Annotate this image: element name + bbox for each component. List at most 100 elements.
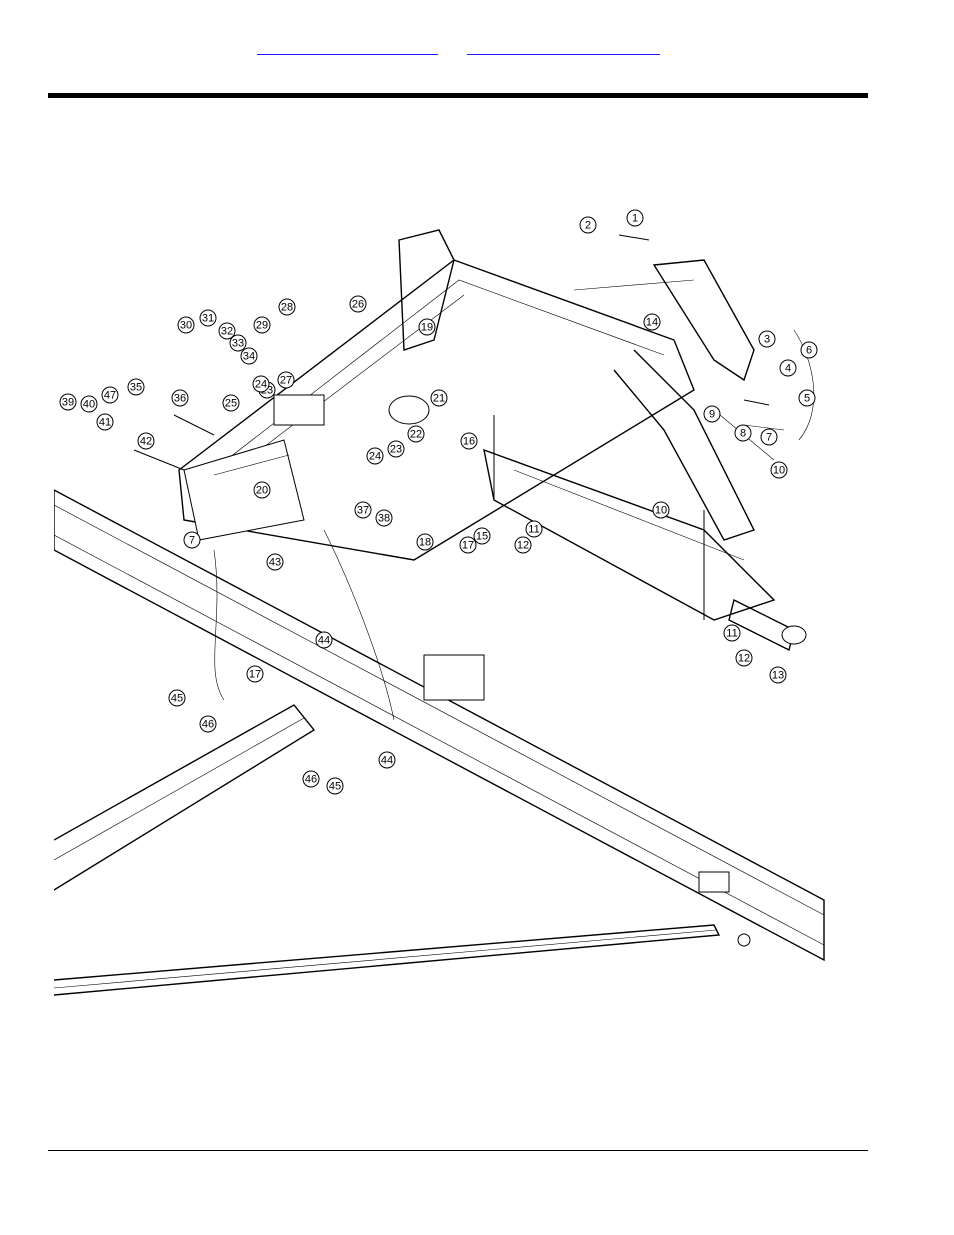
callout-36: 36 (171, 389, 189, 407)
callout-17: 17 (459, 536, 477, 554)
callout-label: 9 (709, 409, 715, 421)
callout-43: 43 (266, 553, 284, 571)
callout-19: 19 (418, 318, 436, 336)
callout-37: 37 (354, 501, 372, 519)
callout-16: 16 (460, 432, 478, 450)
callout-11: 11 (525, 520, 543, 538)
callout-34: 34 (240, 347, 258, 365)
callout-label: 14 (646, 317, 658, 329)
callout-label: 29 (256, 320, 268, 332)
callout-24: 24 (252, 375, 270, 393)
callout-label: 31 (202, 313, 214, 325)
callout-label: 16 (463, 436, 475, 448)
callout-46: 46 (302, 770, 320, 788)
header-link-right[interactable] (467, 42, 660, 55)
callout-label: 10 (655, 505, 667, 517)
callout-41: 41 (96, 413, 114, 431)
callout-label: 42 (140, 436, 152, 448)
callout-label: 26 (352, 299, 364, 311)
callout-39: 39 (59, 393, 77, 411)
header-rule (48, 93, 868, 98)
callout-31: 31 (199, 309, 217, 327)
callout-25: 25 (222, 394, 240, 412)
callout-6: 6 (800, 341, 818, 359)
callout-44: 44 (378, 751, 396, 769)
callout-label: 44 (318, 635, 330, 647)
callout-label: 38 (378, 513, 390, 525)
callout-22: 22 (407, 425, 425, 443)
callout-label: 45 (171, 693, 183, 705)
callout-label: 4 (785, 363, 791, 375)
callout-23: 23 (387, 440, 405, 458)
callout-label: 33 (232, 338, 244, 350)
callout-label: 30 (180, 320, 192, 332)
callout-label: 6 (806, 345, 812, 357)
callout-label: 41 (99, 417, 111, 429)
callout-label: 36 (174, 393, 186, 405)
callout-8: 8 (734, 424, 752, 442)
callout-26: 26 (349, 295, 367, 313)
callout-label: 45 (329, 781, 341, 793)
callout-label: 10 (773, 465, 785, 477)
callout-label: 5 (804, 393, 810, 405)
callout-label: 7 (766, 432, 772, 444)
callout-33: 33 (229, 334, 247, 352)
callout-label: 25 (225, 398, 237, 410)
callout-27: 27 (277, 371, 295, 389)
callout-12: 12 (735, 649, 753, 667)
callout-10: 10 (770, 461, 788, 479)
callout-20: 20 (253, 481, 271, 499)
parts-diagram: 1234567879101011111212131415161717181920… (54, 209, 825, 996)
callout-label: 17 (249, 669, 261, 681)
callout-label: 11 (528, 524, 539, 536)
callout-42: 42 (137, 432, 155, 450)
callout-15: 15 (473, 527, 491, 545)
callout-label: 24 (369, 451, 381, 463)
callout-17: 17 (246, 665, 264, 683)
callout-label: 40 (83, 399, 95, 411)
callout-35: 35 (127, 378, 145, 396)
callout-label: 46 (202, 719, 214, 731)
callout-label: 39 (62, 397, 74, 409)
callout-30: 30 (177, 316, 195, 334)
callout-46: 46 (199, 715, 217, 733)
callout-44: 44 (315, 631, 333, 649)
callout-21: 21 (430, 389, 448, 407)
frame-line-art (54, 229, 825, 996)
callout-7: 7 (760, 428, 778, 446)
callout-2: 2 (579, 216, 597, 234)
callout-label: 22 (410, 429, 422, 441)
callout-label: 28 (281, 302, 293, 314)
footer-rule (48, 1150, 868, 1151)
callout-label: 44 (381, 755, 393, 767)
callout-label: 47 (104, 390, 116, 402)
callout-11: 11 (723, 624, 741, 642)
callout-label: 32 (221, 326, 233, 338)
callout-14: 14 (643, 313, 661, 331)
callout-label: 27 (280, 375, 292, 387)
callout-18: 18 (416, 533, 434, 551)
callout-label: 17 (462, 540, 474, 552)
callout-label: 8 (740, 428, 746, 440)
callout-label: 18 (419, 537, 431, 549)
callout-40: 40 (80, 395, 98, 413)
header-link-left[interactable] (257, 42, 438, 55)
callout-label: 15 (476, 531, 488, 543)
callout-4: 4 (779, 359, 797, 377)
callout-label: 21 (433, 393, 445, 405)
callout-label: 3 (764, 334, 770, 346)
callout-label: 24 (255, 379, 267, 391)
callout-label: 19 (421, 322, 433, 334)
callout-group: 1234567879101011111212131415161717181920… (59, 209, 818, 795)
callout-label: 43 (269, 557, 281, 569)
callout-label: 37 (357, 505, 369, 517)
callout-3: 3 (758, 330, 776, 348)
callout-32: 32 (218, 322, 236, 340)
callout-label: 12 (738, 653, 750, 665)
callout-9: 9 (703, 405, 721, 423)
callout-47: 47 (101, 386, 119, 404)
callout-label: 1 (632, 213, 638, 225)
callout-5: 5 (798, 389, 816, 407)
callout-label: 12 (517, 540, 529, 552)
callout-38: 38 (375, 509, 393, 527)
